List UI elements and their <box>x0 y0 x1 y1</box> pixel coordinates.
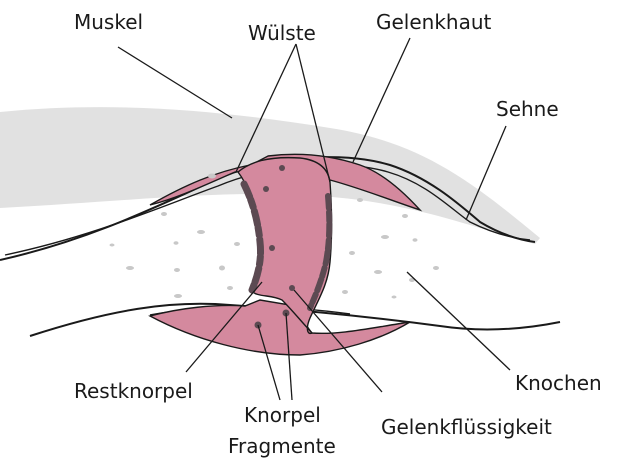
label-muskel: Muskel <box>74 10 143 34</box>
leader-muskel <box>118 47 232 118</box>
leader-knochen <box>407 272 510 370</box>
label-gelenkfluessigkeit: Gelenkflüssigkeit <box>381 415 552 439</box>
label-restknorpel: Restknorpel <box>74 379 193 403</box>
lower-cartilage <box>150 300 410 355</box>
label-sehne: Sehne <box>496 97 559 121</box>
label-knorpel: Knorpel <box>244 403 321 427</box>
label-fragmente: Fragmente <box>228 434 336 458</box>
label-wulste: Wülste <box>248 21 316 45</box>
label-gelenkhaut: Gelenkhaut <box>376 10 492 34</box>
label-knochen: Knochen <box>515 371 602 395</box>
